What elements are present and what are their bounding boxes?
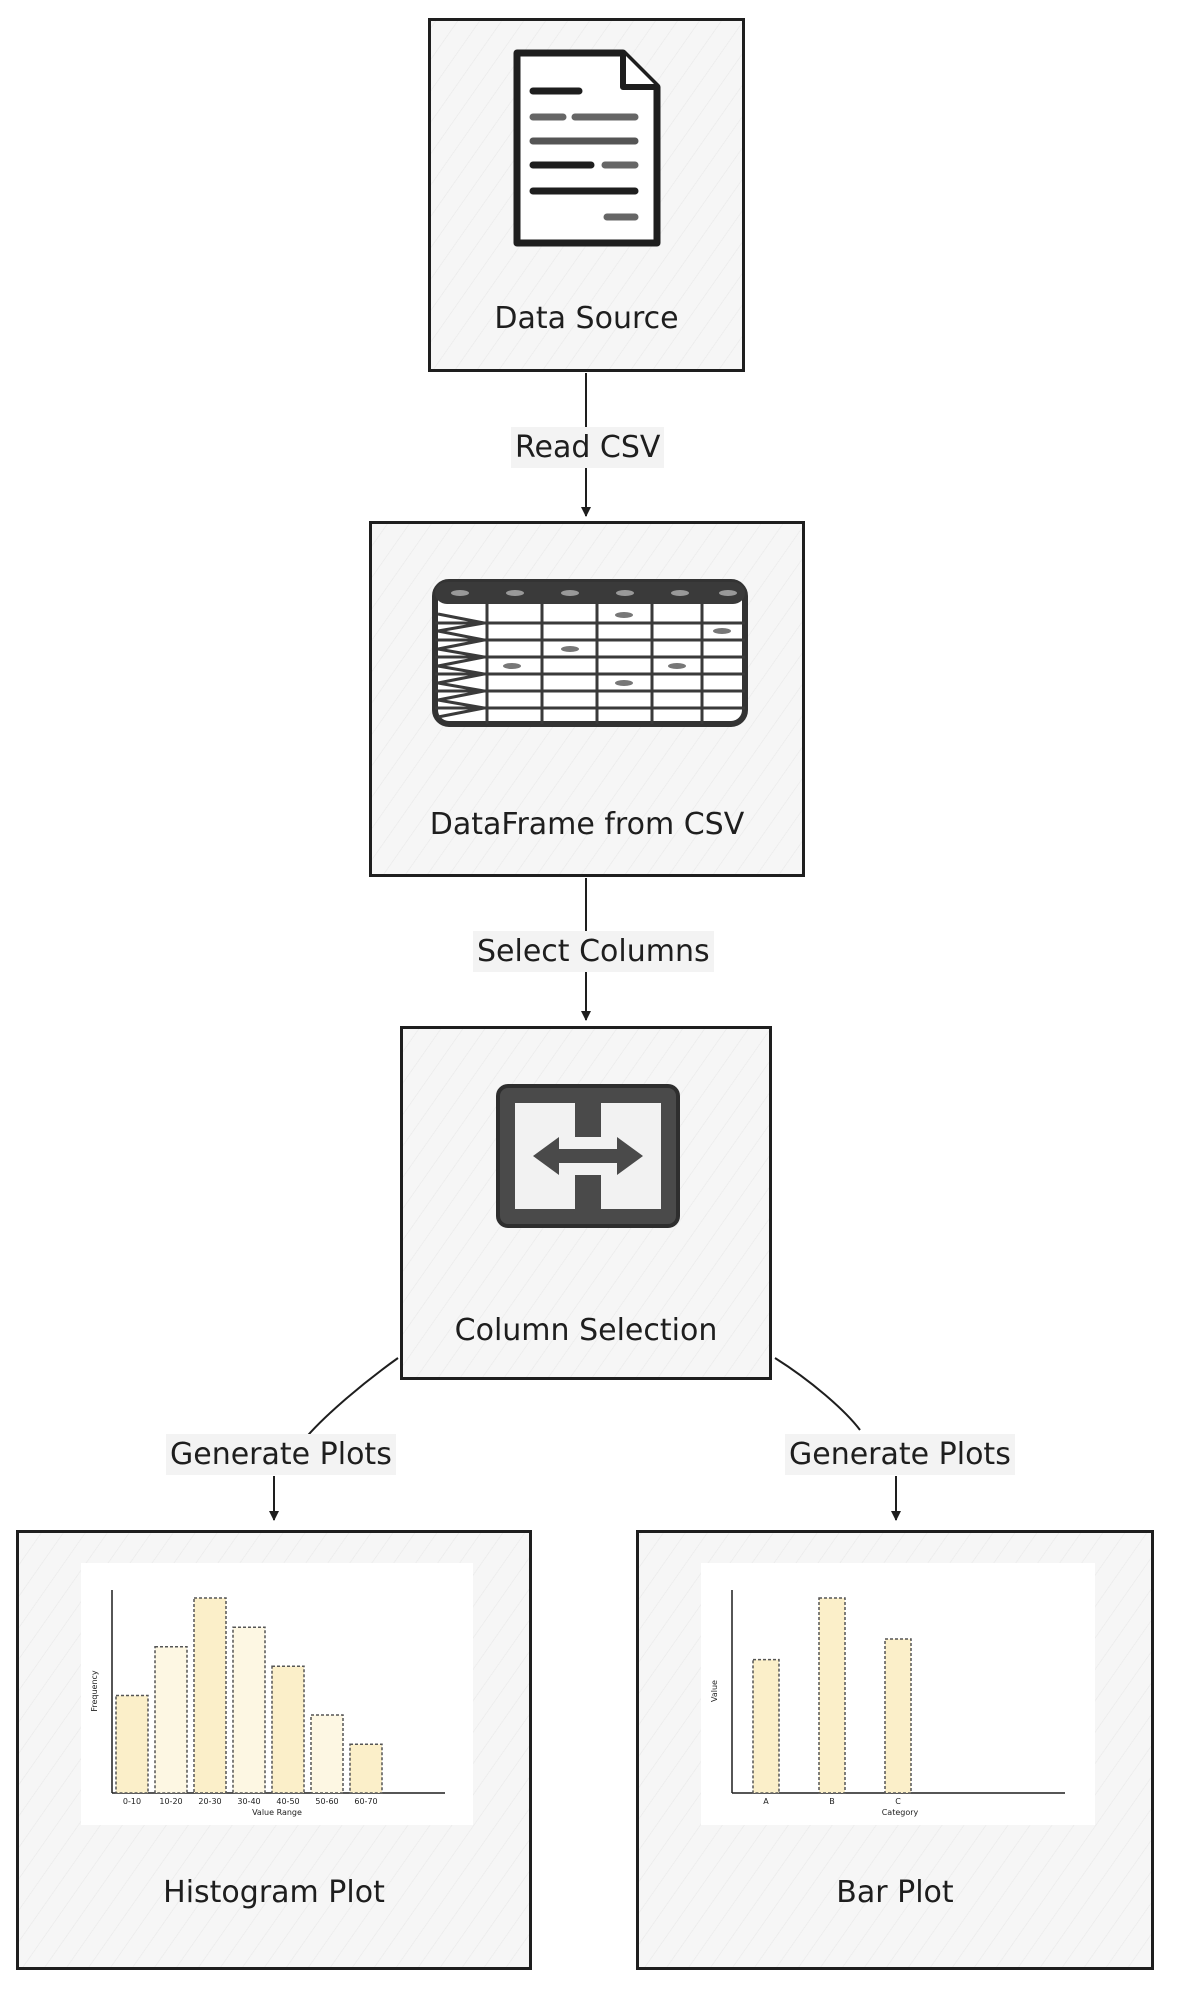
tick-label-B: B — [829, 1797, 835, 1806]
edge-label-generate-plots-right: Generate Plots — [785, 1434, 1015, 1475]
tick-label-A: A — [763, 1797, 769, 1806]
node-bar-plot[interactable]: Value Category A B C Bar Plot — [636, 1530, 1154, 1970]
x-axis-label: Value Range — [252, 1808, 302, 1817]
node-label: Bar Plot — [836, 1875, 954, 1910]
node-label: Data Source — [494, 301, 679, 336]
y-axis-label: Frequency — [90, 1670, 99, 1712]
y-axis-label: Value — [710, 1680, 719, 1702]
tick-label-C: C — [895, 1797, 901, 1806]
bar-A — [752, 1658, 780, 1794]
histogram-card: Frequency Value Range 0-10 10-20 20-30 30-4… — [81, 1563, 473, 1825]
barplot-card: Value Category A B C — [701, 1563, 1095, 1825]
bar-60-70 — [349, 1743, 383, 1794]
edge-label-read-csv: Read CSV — [511, 427, 665, 468]
node-dataframe[interactable]: DataFrame from CSV — [369, 521, 805, 877]
bar-50-60 — [310, 1714, 344, 1794]
node-column-selection[interactable]: Column Selection — [400, 1026, 772, 1380]
bar-chart: Value Category A B C — [710, 1590, 1065, 1817]
node-label: DataFrame from CSV — [429, 807, 745, 842]
node-data-source[interactable]: Data Source — [428, 18, 745, 372]
bar-C — [884, 1638, 912, 1794]
node-histogram-plot[interactable]: Frequency Value Range 0-10 10-20 20-30 30-4… — [16, 1530, 532, 1970]
swap-arrows-icon — [496, 1084, 680, 1228]
bar-30-40 — [232, 1626, 266, 1794]
table-icon — [432, 579, 748, 727]
bar-10-20 — [154, 1646, 188, 1794]
tick-label-50-60: 50-60 — [315, 1797, 338, 1806]
bar-40-50 — [271, 1665, 305, 1794]
document-icon — [513, 49, 661, 247]
bar-0-10 — [115, 1694, 149, 1794]
node-label: Column Selection — [454, 1313, 718, 1348]
x-axis-label: Category — [882, 1808, 919, 1817]
tick-label-60-70: 60-70 — [354, 1797, 377, 1806]
tick-label-20-30: 20-30 — [198, 1797, 221, 1806]
tick-label-30-40: 30-40 — [237, 1797, 260, 1806]
histogram-chart: Frequency Value Range 0-10 10-20 20-30 30-4… — [90, 1590, 445, 1817]
tick-label-10-20: 10-20 — [159, 1797, 182, 1806]
edge-selection-to-barplot — [774, 1357, 896, 1520]
edge-label-select-columns: Select Columns — [473, 931, 714, 972]
bar-20-30 — [193, 1597, 227, 1794]
edge-label-generate-plots-left: Generate Plots — [166, 1434, 396, 1475]
edge-selection-to-histogram — [274, 1357, 399, 1520]
tick-label-40-50: 40-50 — [276, 1797, 299, 1806]
tick-label-0-10: 0-10 — [123, 1797, 141, 1806]
bar-B — [818, 1597, 846, 1794]
node-label: Histogram Plot — [163, 1875, 385, 1910]
